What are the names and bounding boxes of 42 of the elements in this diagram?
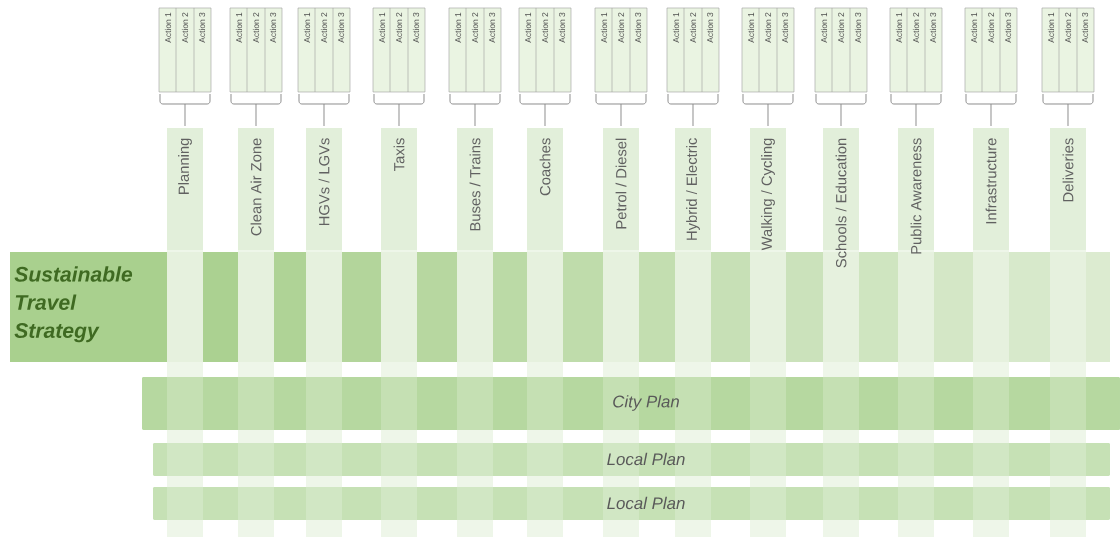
column-label-box: Walking / Cycling — [750, 128, 786, 251]
action-box: Action 1 Action 2 Action 3 — [448, 7, 502, 93]
column-label-box: Petrol / Diesel — [603, 128, 639, 250]
node-label: Coaches — [539, 138, 551, 196]
column-label-box: Clean Air Zone — [238, 128, 274, 250]
action-box: Action 1 Action 2 Action 3 — [889, 7, 943, 93]
plan-band: City Plan — [142, 377, 1120, 430]
node-label: Walking / Cycling — [761, 138, 775, 251]
column-label-box: HGVs / LGVs — [306, 128, 342, 250]
column-label-box: Hybrid / Electric — [675, 128, 711, 250]
action-box: Action 1 Action 2 Action 3 — [964, 7, 1018, 93]
column-label-box: Deliveries — [1050, 128, 1086, 250]
column-label-box: Coaches — [527, 128, 563, 250]
column-label-box: Public Awareness — [898, 128, 934, 254]
action-box: Action 1 Action 2 Action 3 — [1041, 7, 1095, 93]
action-box: Action 1 Action 2 Action 3 — [594, 7, 648, 93]
node-label: Clean Air Zone — [250, 138, 262, 236]
column-label-box: Buses / Trains — [457, 128, 493, 250]
node-label: Infrastructure — [985, 138, 997, 224]
action-box: Action 1 Action 2 Action 3 — [741, 7, 795, 93]
plan-band: Local Plan — [153, 487, 1110, 520]
action-box: Action 1 Action 2 Action 3 — [372, 7, 426, 93]
column-label-box: Schools / Education — [823, 128, 859, 268]
node-label: Schools / Education — [835, 138, 847, 268]
node-label: Petrol / Diesel — [615, 138, 627, 229]
column-label-box: Planning — [167, 128, 203, 250]
node-label: HGVs / LGVs — [318, 138, 330, 226]
node-label: Buses / Trains — [469, 138, 481, 231]
action-box: Action 1 Action 2 Action 3 — [229, 7, 283, 93]
node-label: Planning — [178, 138, 192, 194]
plan-band: Local Plan — [153, 443, 1110, 476]
column-label-box: Taxis — [381, 128, 417, 250]
action-box: Action 1 Action 2 Action 3 — [666, 7, 720, 93]
node-label: Public Awareness — [910, 138, 922, 254]
action-box: Action 1 Action 2 Action 3 — [518, 7, 572, 93]
node-label: Deliveries — [1062, 138, 1074, 202]
column-label-box: Infrastructure — [973, 128, 1009, 250]
action-box: Action 1 Action 2 Action 3 — [297, 7, 351, 93]
node-label: Hybrid / Electric — [686, 138, 700, 240]
action-box: Action 1 Action 2 Action 3 — [158, 7, 212, 93]
action-box: Action 1 Action 2 Action 3 — [814, 7, 868, 93]
node-label: Taxis — [393, 138, 405, 171]
